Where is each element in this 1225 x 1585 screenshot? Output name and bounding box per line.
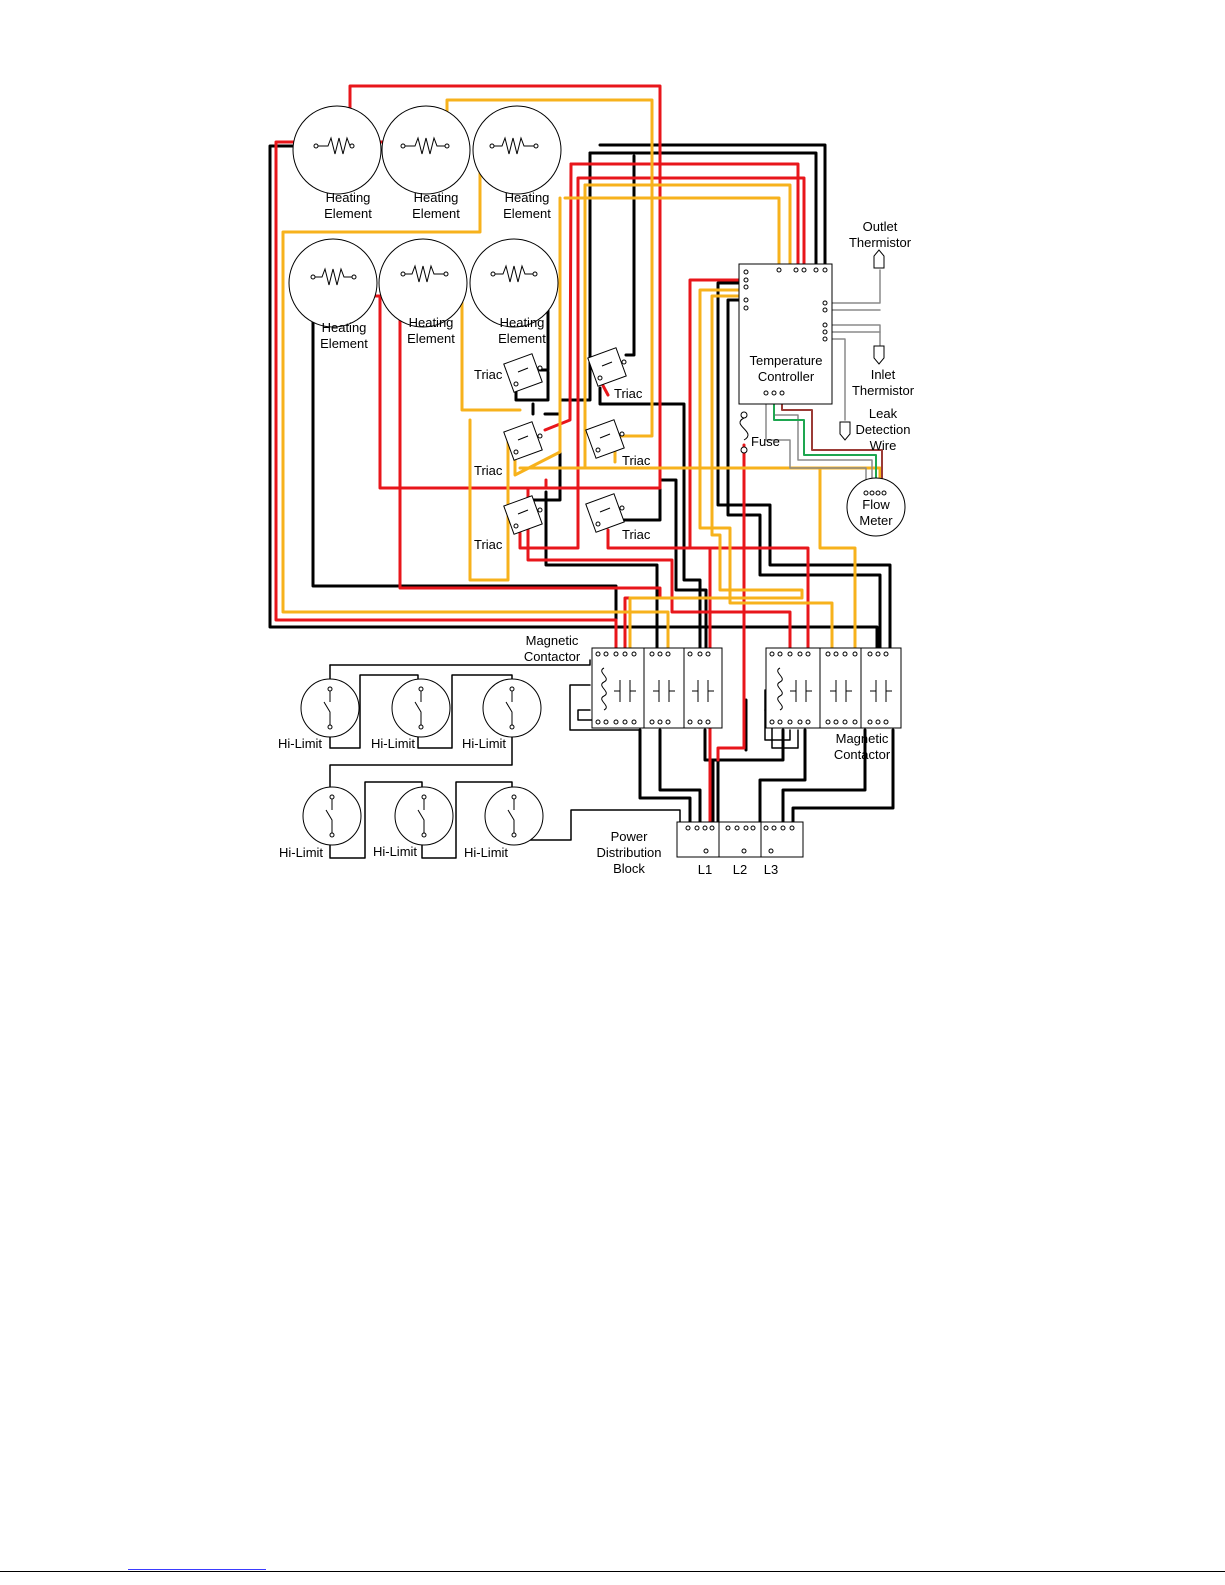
green-wire: [773, 394, 877, 493]
l2-label: L2: [733, 862, 747, 877]
triac-3-label: Triac: [474, 463, 503, 478]
triac-3: [503, 421, 543, 461]
inlet-thermistor-label-line2: Thermistor: [852, 383, 915, 398]
heating-element-1-label-line2: Element: [324, 206, 372, 221]
temperature-controller: [738, 263, 833, 405]
triac-6-label: Triac: [622, 527, 651, 542]
heating-element-6: [469, 238, 559, 328]
heating-element-3-label-line1: Heating: [505, 190, 550, 205]
outlet-thermistor-label-line1: Outlet: [863, 219, 898, 234]
leak-detection-label-line2: Detection: [856, 422, 911, 437]
footer-divider: [0, 1571, 1225, 1572]
triac-1: [503, 353, 543, 393]
flow-meter-label-line1: Flow: [862, 497, 890, 512]
triac-2: [587, 347, 627, 387]
heating-element-5-label-line1: Heating: [409, 315, 454, 330]
hi-limit-3: [482, 678, 542, 738]
brown-wire: [781, 394, 883, 493]
leak-detection-label-line3: Wire: [870, 438, 897, 453]
leak-detection-label-line1: Leak: [869, 406, 898, 421]
hi-limit-5: [394, 786, 454, 846]
heating-element-6-label-line2: Element: [498, 331, 546, 346]
hi-limit-2: [391, 678, 451, 738]
hi-limit-3-label: Hi-Limit: [462, 736, 506, 751]
magnetic-contactor-left-label-line2: Contactor: [524, 649, 581, 664]
triac-4: [585, 419, 625, 459]
power-distribution-block-label-line2: Distribution: [596, 845, 661, 860]
heating-elements: [288, 105, 562, 328]
leak-detection-symbol: [839, 421, 851, 441]
magnetic-contactor-right-label-line2: Contactor: [834, 747, 891, 762]
temperature-controller-label-line2: Controller: [758, 369, 815, 384]
triac-4-label: Triac: [622, 453, 651, 468]
footer-link-underline[interactable]: [128, 1569, 266, 1570]
heating-element-4-label-line2: Element: [320, 336, 368, 351]
inlet-thermistor-label-line1: Inlet: [871, 367, 896, 382]
heating-element-4: [288, 238, 378, 328]
power-distribution-block-symbol: [676, 821, 804, 858]
hi-limit-6-label: Hi-Limit: [464, 845, 508, 860]
magnetic-contactor-left-label-line1: Magnetic: [526, 633, 579, 648]
outlet-thermistor-symbol: [873, 249, 885, 269]
triac-5: [503, 495, 543, 535]
labels: Heating Element Heating Element Heating …: [278, 190, 915, 877]
l3-label: L3: [764, 862, 778, 877]
triacs: [503, 347, 627, 535]
hi-limit-4: [302, 786, 362, 846]
triac-5-label: Triac: [474, 537, 503, 552]
heating-element-1: [292, 105, 382, 195]
heating-element-3: [472, 105, 562, 195]
power-distribution-block-label-line3: Block: [613, 861, 645, 876]
l1-label: L1: [698, 862, 712, 877]
triac-1-label: Triac: [474, 367, 503, 382]
hi-limit-switches: [300, 678, 544, 846]
triac-6: [585, 493, 625, 533]
heating-element-1-label-line1: Heating: [326, 190, 371, 205]
magnetic-contactor-right-symbol: [765, 647, 902, 729]
fuse: [739, 411, 749, 454]
triac-2-label: Triac: [614, 386, 643, 401]
heating-element-2-label-line2: Element: [412, 206, 460, 221]
heating-element-5: [378, 238, 468, 328]
inlet-thermistor-symbol: [873, 345, 885, 365]
magnetic-contactor-right-label-line1: Magnetic: [836, 731, 889, 746]
heating-element-2-label-line1: Heating: [414, 190, 459, 205]
heating-element-2: [381, 105, 471, 195]
outlet-thermistor-label-line2: Thermistor: [849, 235, 912, 250]
heating-element-4-label-line1: Heating: [322, 320, 367, 335]
hi-limit-2-label: Hi-Limit: [371, 736, 415, 751]
heating-element-6-label-line1: Heating: [500, 315, 545, 330]
heating-element-3-label-line2: Element: [503, 206, 551, 221]
hi-limit-6: [484, 786, 544, 846]
hi-limit-5-label: Hi-Limit: [373, 844, 417, 859]
magnetic-contactor-left-symbol: [591, 647, 723, 729]
power-distribution-block-label-line1: Power: [611, 829, 649, 844]
flow-meter-symbol: [846, 477, 906, 537]
hi-limit-1: [300, 678, 360, 738]
heating-element-5-label-line2: Element: [407, 331, 455, 346]
flow-meter-label-line2: Meter: [859, 513, 893, 528]
hi-limit-4-label: Hi-Limit: [279, 845, 323, 860]
temperature-controller-label-line1: Temperature: [750, 353, 823, 368]
fuse-label: Fuse: [751, 434, 780, 449]
hi-limit-1-label: Hi-Limit: [278, 736, 322, 751]
